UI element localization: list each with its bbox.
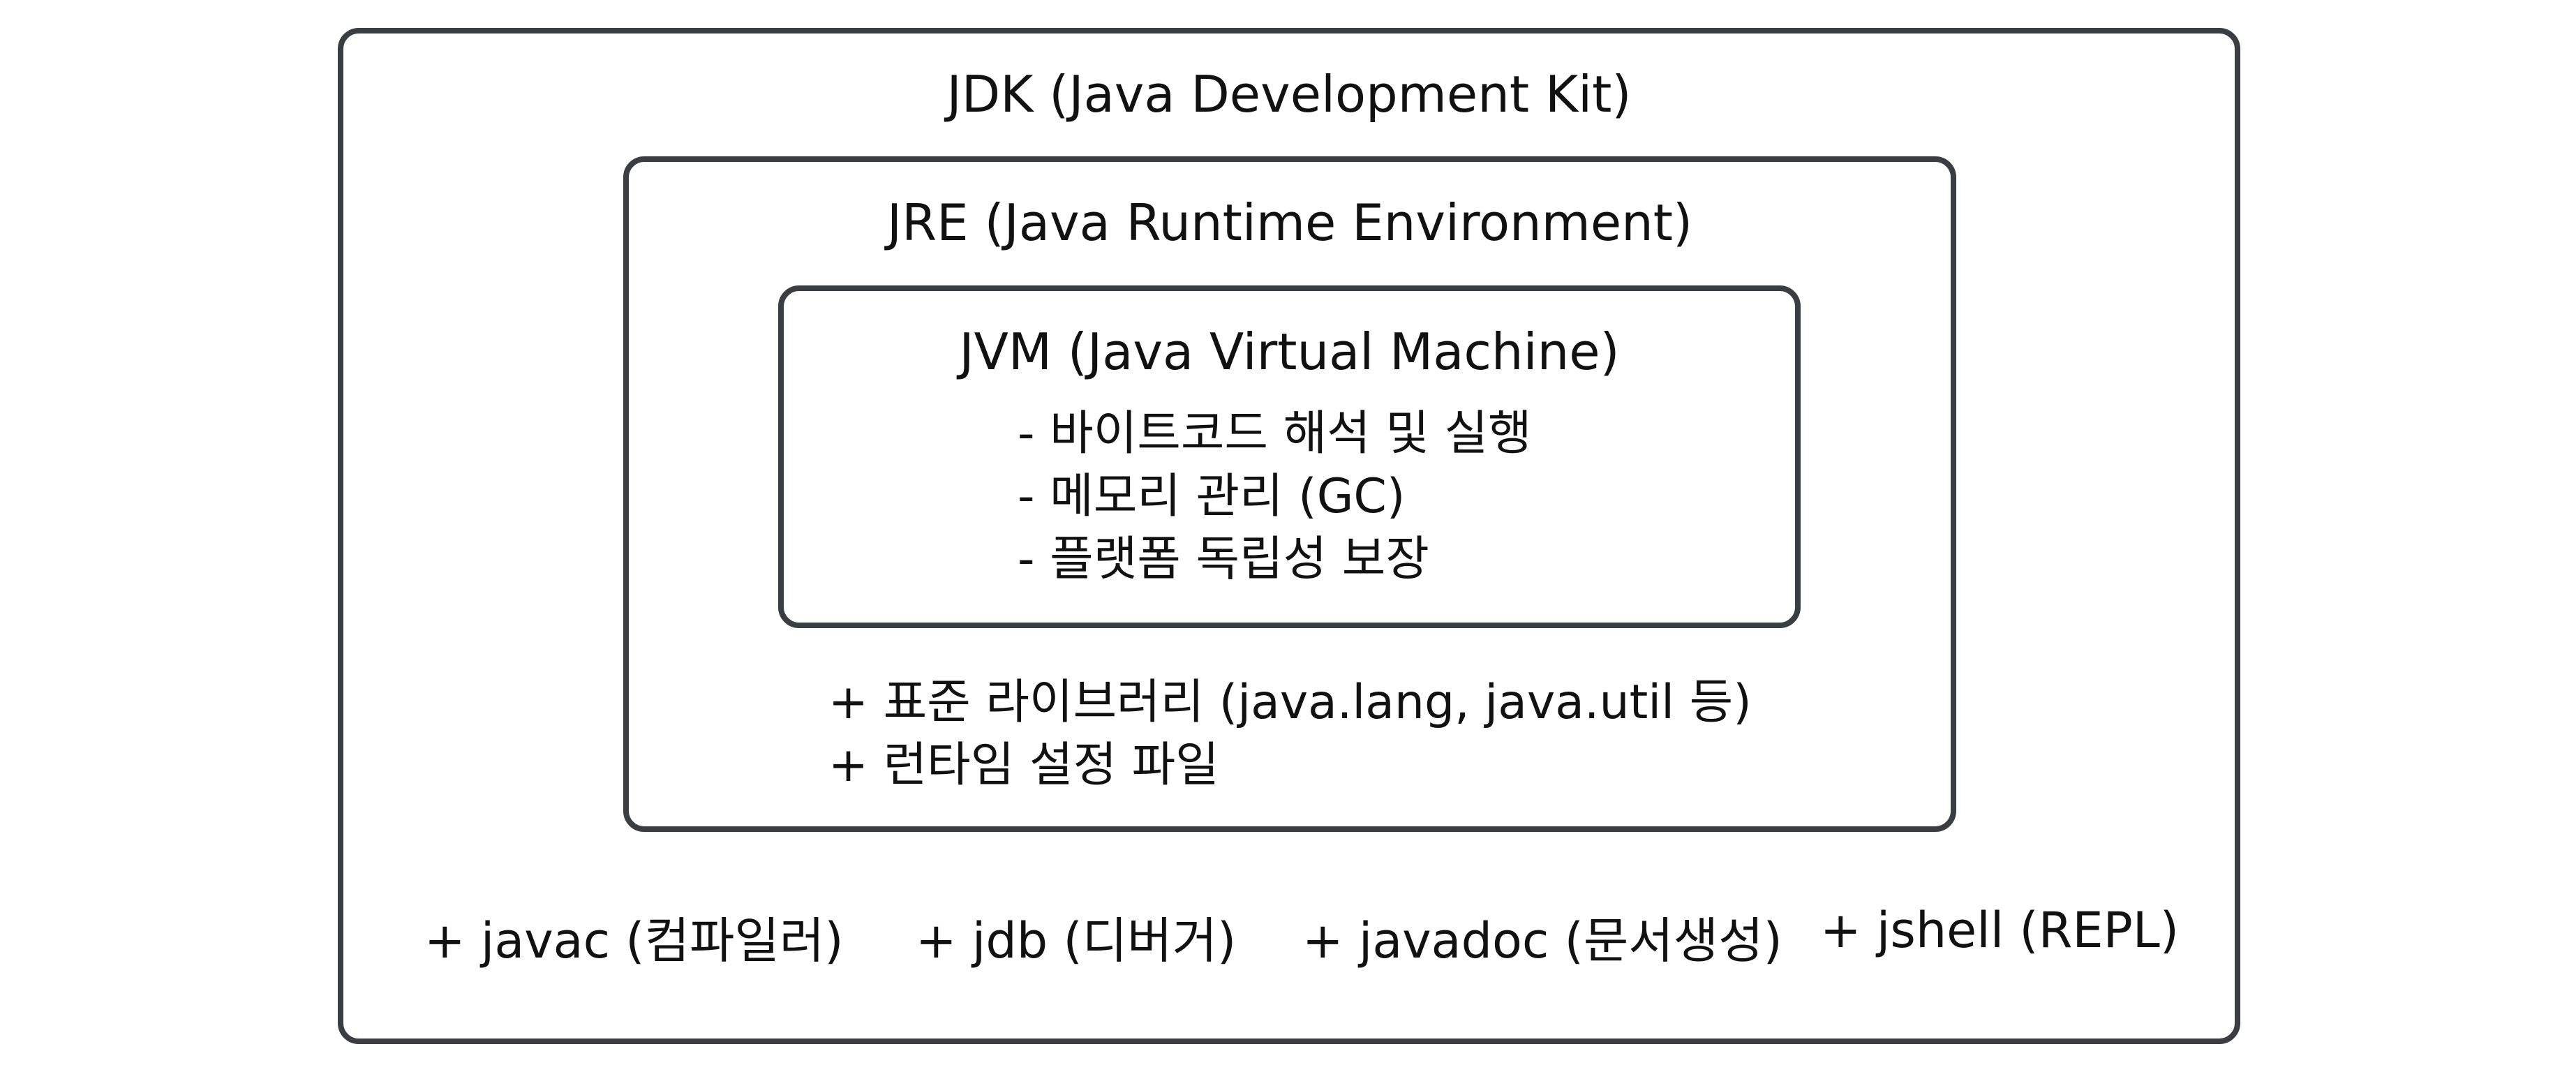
jdk-tool-jdb: + jdb (디버거) [916, 912, 1237, 969]
jdk-tool-javadoc: + javadoc (문서생성) [1302, 912, 1782, 969]
jvm-title: JVM (Java Virtual Machine) [959, 322, 1620, 381]
jdk-title: JDK (Java Development Kit) [946, 65, 1632, 124]
jvm-feature-item: - 플랫폼 독립성 보장 [1018, 532, 1429, 587]
jre-title: JRE (Java Runtime Environment) [886, 193, 1693, 252]
jdk-tool-jshell: + jshell (REPL) [1820, 902, 2180, 959]
jdk-tool-javac: + javac (컴파일러) [424, 912, 844, 969]
jvm-box: JVM (Java Virtual Machine) - 바이트코드 해석 및 … [778, 285, 1801, 628]
jvm-features-list: - 바이트코드 해석 및 실행 - 메모리 관리 (GC) - 플랫폼 독립성 … [1018, 403, 1532, 591]
jre-component-item: + 런타임 설정 파일 [828, 738, 1219, 793]
jdk-tools-row: + javac (컴파일러) + jdb (디버거) + javadoc (문서… [0, 902, 2576, 972]
jvm-feature-item: - 메모리 관리 (GC) [1018, 469, 1406, 524]
jvm-feature-item: - 바이트코드 해석 및 실행 [1018, 406, 1532, 461]
jre-components-list: + 표준 라이브러리 (java.lang, java.util 등) + 런타… [828, 671, 1752, 797]
jre-component-item: + 표준 라이브러리 (java.lang, java.util 등) [828, 675, 1752, 730]
